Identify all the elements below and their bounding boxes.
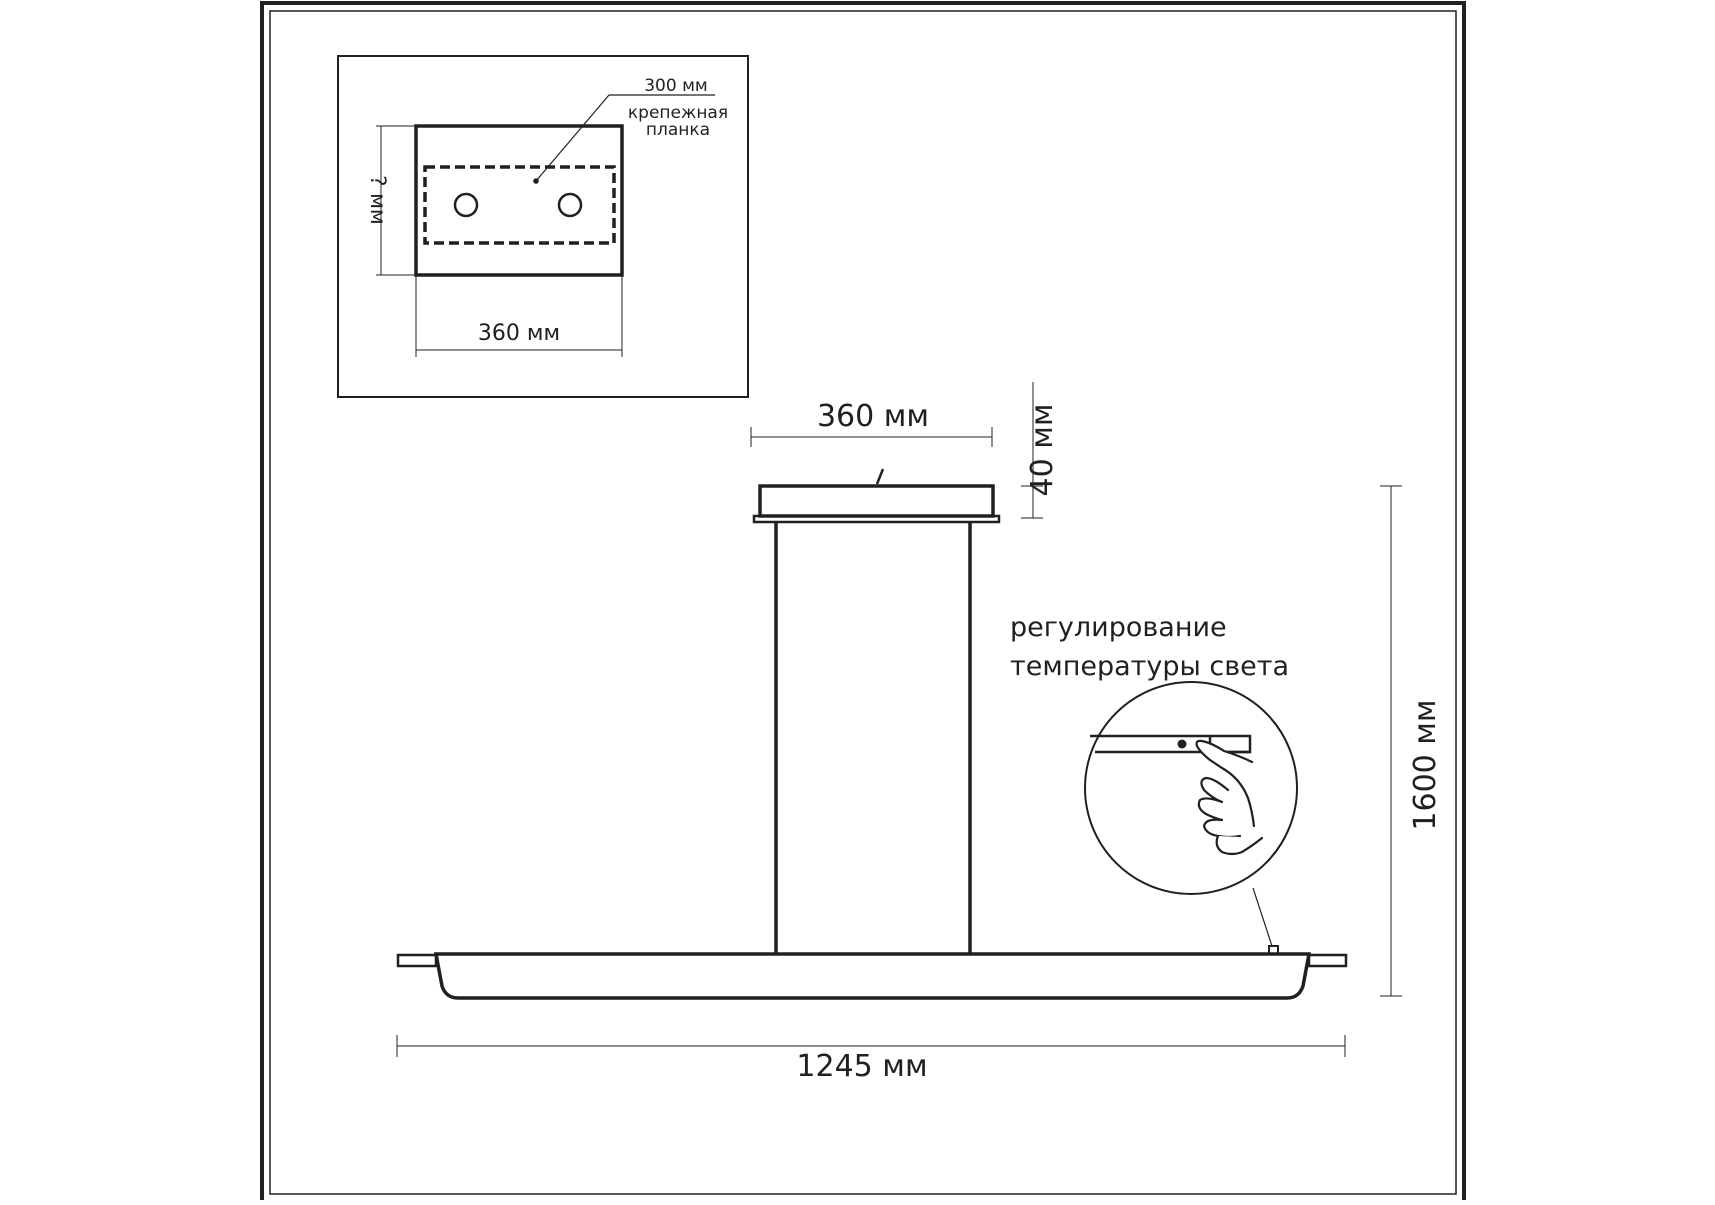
callout-line1: регулирование <box>1010 612 1227 643</box>
detail-leader <box>1252 887 1273 947</box>
screw-hole-left <box>453 192 479 218</box>
mounting-plate <box>423 165 616 245</box>
temperature-switch <box>1268 945 1279 955</box>
hanging-wire <box>875 468 885 485</box>
detail-switch-button <box>1177 739 1187 749</box>
canopy-width-label: 360 мм <box>817 399 929 434</box>
canopy-width-dimension <box>750 427 993 447</box>
lamp-body <box>433 952 1312 1000</box>
total-length-dimension <box>396 1035 1346 1057</box>
inset-height-label: ? мм <box>366 175 390 225</box>
end-tab-right <box>1307 953 1348 968</box>
plate-label-line1: крепежная <box>628 103 728 123</box>
canopy-height-label: 40 мм <box>1025 404 1060 497</box>
inset-width-label: 360 мм <box>478 321 560 346</box>
canopy-base <box>752 514 1001 524</box>
inset-height-dimension <box>376 125 416 276</box>
end-tab-left <box>396 953 438 968</box>
hand-icon <box>1195 739 1264 856</box>
canopy-top-view <box>414 124 624 277</box>
detail-circle <box>1084 681 1298 895</box>
inset-frame <box>337 55 749 398</box>
plate-length-label: 300 мм <box>644 76 708 96</box>
drawing-frame <box>260 1 1466 1204</box>
canopy <box>758 484 995 518</box>
lamp-side-view <box>396 468 1348 1000</box>
mount-inset: 300 мм крепежная планка ? мм 360 мм <box>337 55 749 398</box>
total-height-label: 1600 мм <box>1408 699 1443 830</box>
inset-width-dimension <box>415 275 623 357</box>
canopy-height-dimension <box>1021 382 1043 519</box>
total-height-dimension <box>1380 485 1402 997</box>
plate-label-line2: планка <box>646 120 710 140</box>
callout-line2: температуры света <box>1010 651 1289 682</box>
detail-magnifier <box>1084 681 1298 947</box>
total-length-label: 1245 мм <box>796 1049 927 1084</box>
screw-hole-right <box>557 192 583 218</box>
plate-leader <box>533 94 715 184</box>
